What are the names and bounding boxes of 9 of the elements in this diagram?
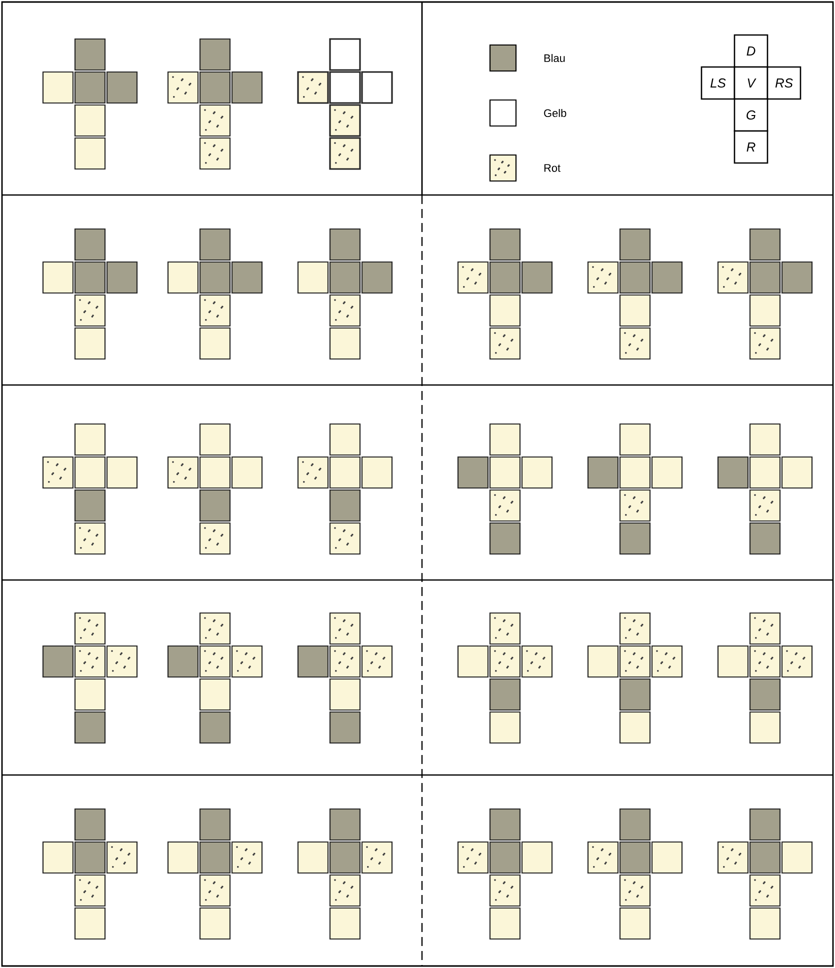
key-cell: RS — [766, 66, 802, 100]
legend-label: Rot — [544, 164, 560, 172]
key-cell: D — [734, 34, 768, 68]
key-cell: LS — [700, 66, 736, 100]
key-cell: R — [734, 130, 768, 164]
legend-label: Gelb — [544, 109, 566, 118]
legend-label: Blau — [544, 54, 565, 62]
key-cell: G — [734, 98, 768, 132]
key-cell: V — [734, 66, 768, 100]
